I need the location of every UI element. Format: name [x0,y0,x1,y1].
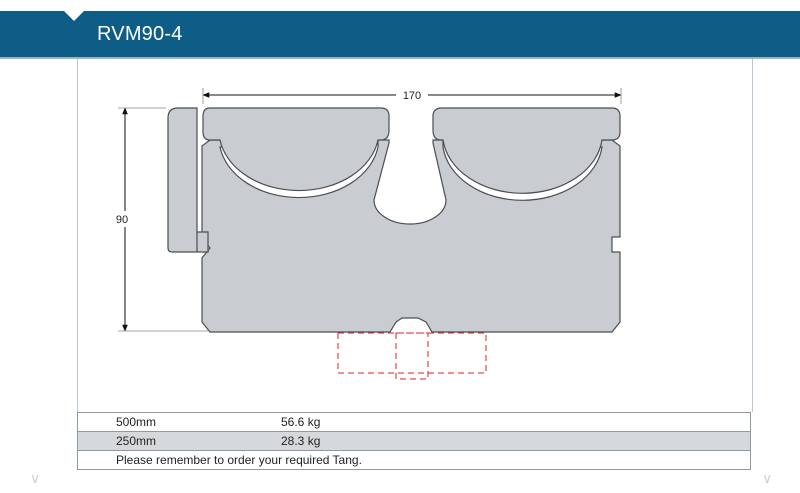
tang-note: Please remember to order your required T… [77,451,751,470]
page-title: RVM90-4 [97,23,183,45]
tang-outline [337,332,487,380]
spec-row: 250mm 28.3 kg [77,432,751,451]
header-notch [64,11,84,21]
spec-length: 250mm [116,434,157,448]
drawing-frame [77,59,753,412]
spec-row: 500mm 56.6 kg [77,412,751,432]
header-bar: RVM90-4 [0,11,800,59]
spec-length: 500mm [116,415,157,429]
spec-table: 500mm 56.6 kg 250mm 28.3 kg Please remem… [77,412,751,470]
right-jaw-cap [432,107,621,194]
width-dimension-label: 170 [403,90,421,102]
chevron-down-icon: ∨ [30,470,41,486]
spec-weight: 56.6 kg [281,415,321,429]
height-dimension-label: 90 [116,214,128,226]
side-clamp-plate [167,107,209,253]
left-jaw-cap [202,107,390,192]
spec-weight: 28.3 kg [281,434,321,448]
chevron-down-icon: ∨ [762,470,773,486]
